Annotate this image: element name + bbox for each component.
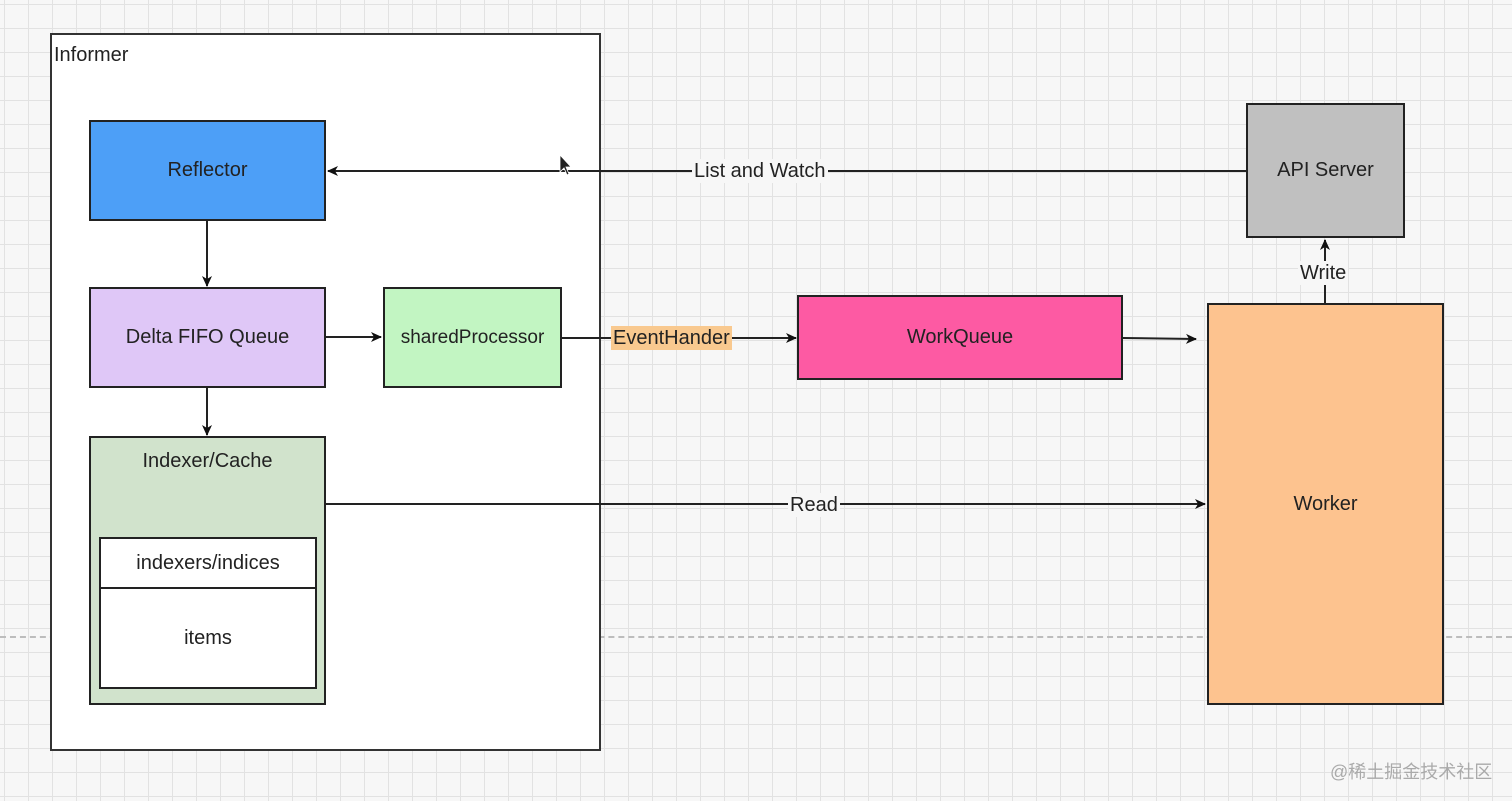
delta-fifo-queue-node[interactable]: Delta FIFO Queue <box>89 287 326 388</box>
indexers-indices-node[interactable]: indexers/indices <box>99 537 317 589</box>
write-label: Write <box>1298 261 1349 285</box>
dashed-guide-line <box>0 636 1512 638</box>
indexer-cache-title: Indexer/Cache <box>142 450 273 472</box>
worker-node[interactable]: Worker <box>1207 303 1444 705</box>
workqueue-node[interactable]: WorkQueue <box>797 295 1123 380</box>
event-handler-label: EventHander <box>611 326 732 350</box>
list-and-watch-label: List and Watch <box>692 159 828 183</box>
read-label: Read <box>788 493 840 517</box>
reflector-node[interactable]: Reflector <box>89 120 326 221</box>
items-node[interactable]: items <box>99 587 317 689</box>
edge-workqueue-to-worker <box>1122 333 1197 344</box>
mouse-cursor-icon <box>559 153 572 176</box>
shared-processor-node[interactable]: sharedProcessor <box>383 287 562 388</box>
informer-title: Informer <box>54 44 129 66</box>
api-server-node[interactable]: API Server <box>1246 103 1405 238</box>
watermark-text: @稀土掘金技术社区 <box>1330 762 1493 782</box>
